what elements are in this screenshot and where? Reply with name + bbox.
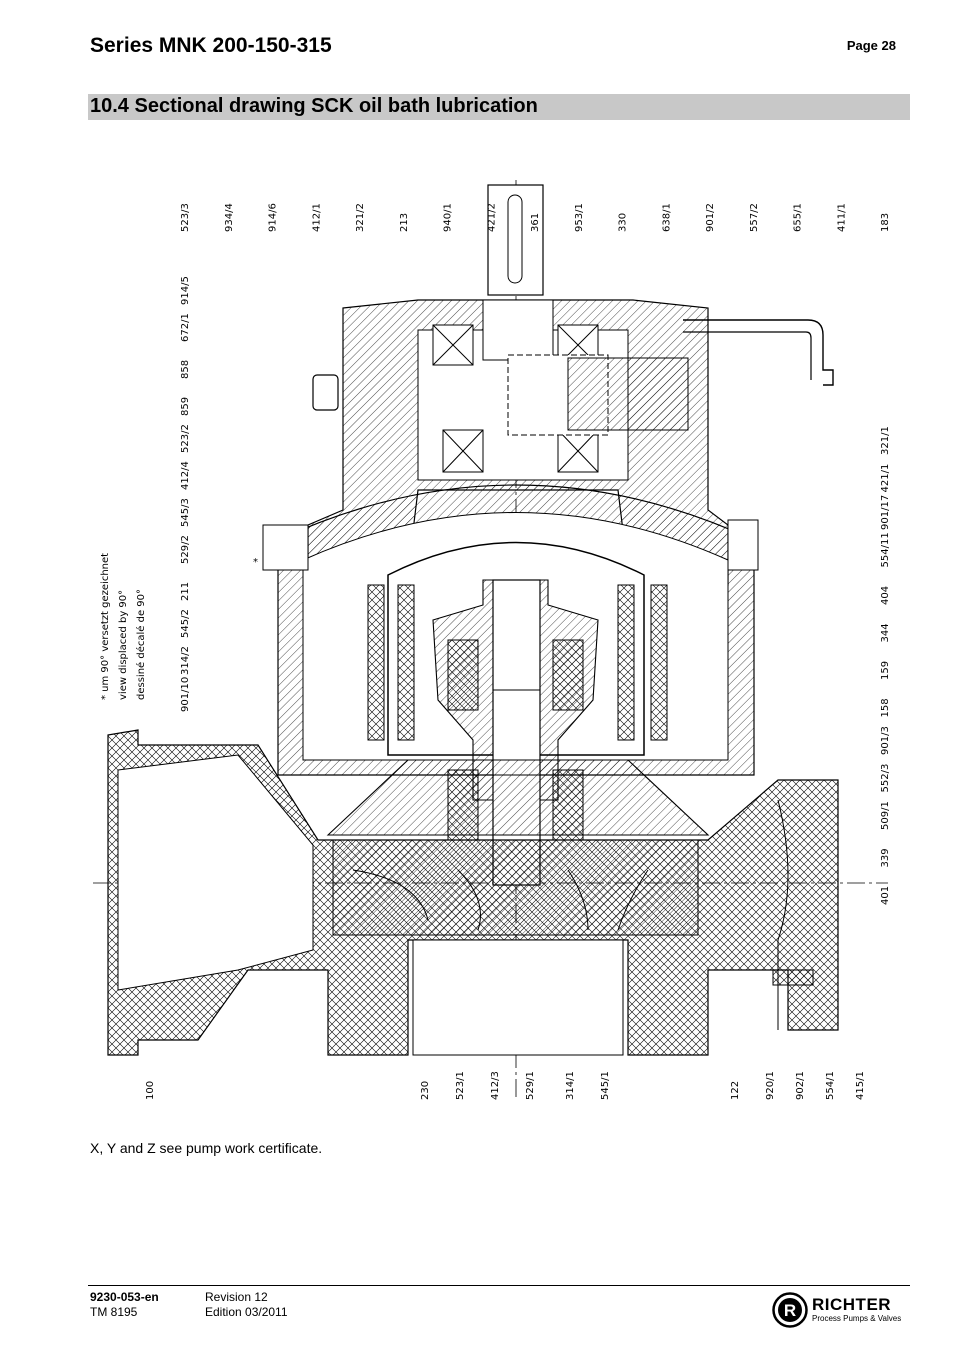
part-label-top: 361 — [530, 213, 541, 232]
part-label-top: 638/1 — [661, 203, 672, 232]
document-id: 9230-053-en — [90, 1290, 159, 1304]
logo-name: RICHTER — [812, 1295, 892, 1314]
part-label-left: 914/5 — [180, 276, 191, 305]
sectional-drawing: 523/3 934/4 914/6 412/1 321/2 213 940/1 421/2 36… — [88, 180, 910, 1110]
part-label-right: 339 — [880, 848, 891, 867]
revision: Revision 12 — [205, 1290, 268, 1304]
part-label-top: 934/4 — [224, 203, 235, 232]
part-label-top: 183 — [880, 213, 891, 232]
richter-logo: R RICHTER Process Pumps & Valves — [772, 1290, 912, 1330]
part-label-top: 940/1 — [443, 203, 454, 232]
part-label-bottom: 554/1 — [825, 1071, 836, 1100]
tm-number: TM 8195 — [90, 1305, 138, 1319]
part-label-bottom: 100 — [145, 1081, 156, 1100]
part-label-right: 321/1 — [880, 426, 891, 455]
part-label-top: 213 — [399, 213, 410, 232]
part-label-top: 411/1 — [836, 203, 847, 232]
section-title: 10.4 Sectional drawing SCK oil bath lubr… — [90, 95, 538, 117]
part-label-left: 412/4 — [180, 461, 191, 490]
part-label-bottom: 415/1 — [855, 1071, 866, 1100]
part-label-right: 509/1 — [880, 801, 891, 830]
part-label-right: 901/3 — [880, 726, 891, 755]
page-number: Page 28 — [846, 38, 896, 53]
part-label-right: 401 — [880, 886, 891, 905]
part-label-top: 421/2 — [486, 203, 497, 232]
logo-tagline: Process Pumps & Valves — [812, 1314, 902, 1323]
part-label-bottom: 412/3 — [490, 1071, 501, 1100]
part-label-right: 344 — [880, 623, 891, 642]
part-label-top: 901/2 — [705, 203, 716, 232]
part-label-top: 953/1 — [574, 203, 585, 232]
part-label-right: 158 — [880, 698, 891, 717]
part-label-left: 859 — [180, 397, 191, 416]
part-label-right: 159 — [880, 661, 891, 680]
rotation-star-marker: * — [253, 557, 258, 568]
part-label-left: 672/1 — [180, 313, 191, 342]
part-label-bottom: 545/1 — [600, 1071, 611, 1100]
certificate-note: X, Y and Z see pump work certificate. — [90, 1140, 323, 1156]
part-label-left: 529/2 — [180, 535, 191, 564]
part-label-top: 914/6 — [268, 203, 279, 232]
part-label-top: 412/1 — [311, 203, 322, 232]
rotation-note-line: dessiné décalé de 90° — [135, 589, 147, 700]
part-label-right: 901/17 — [880, 495, 891, 530]
part-label-top: 330 — [618, 213, 629, 232]
part-label-top: 523/3 — [180, 203, 191, 232]
part-label-left: 523/2 — [180, 424, 191, 453]
part-label-right: 554/11 — [880, 532, 891, 567]
part-label-bottom: 122 — [730, 1081, 741, 1100]
logo-letter: R — [784, 1301, 796, 1320]
part-label-left: 545/3 — [180, 498, 191, 527]
part-label-top: 655/1 — [793, 203, 804, 232]
part-label-left: 545/2 — [180, 609, 191, 638]
part-label-bottom: 230 — [420, 1081, 431, 1100]
part-label-left: 314/2 — [180, 646, 191, 675]
part-label-bottom: 314/1 — [565, 1071, 576, 1100]
part-label-right: 552/3 — [880, 764, 891, 793]
part-label-bottom: 529/1 — [525, 1071, 536, 1100]
part-label-right: 404 — [880, 586, 891, 605]
footer-divider — [88, 1285, 910, 1286]
series-title: Series MNK 200-150-315 — [90, 34, 332, 57]
part-label-right: 421/1 — [880, 464, 891, 493]
part-label-bottom: 902/1 — [795, 1071, 806, 1100]
pump-shaft — [492, 579, 541, 886]
part-label-left: 211 — [180, 582, 191, 601]
part-label-bottom: 920/1 — [765, 1071, 776, 1100]
edition: Edition 03/2011 — [205, 1305, 288, 1319]
part-label-top: 321/2 — [355, 203, 366, 232]
section-heading-bar: 10.4 Sectional drawing SCK oil bath lubr… — [88, 94, 910, 120]
part-label-top: 557/2 — [749, 203, 760, 232]
part-label-bottom: 523/1 — [455, 1071, 466, 1100]
richter-logo-icon: R — [772, 1292, 808, 1328]
part-label-left: 901/10 — [180, 677, 191, 712]
rotation-note-line: view displaced by 90° — [118, 590, 129, 700]
part-label-left: 858 — [180, 360, 191, 379]
rotation-note-line: * um 90° versetzt gezeichnet — [100, 553, 111, 700]
